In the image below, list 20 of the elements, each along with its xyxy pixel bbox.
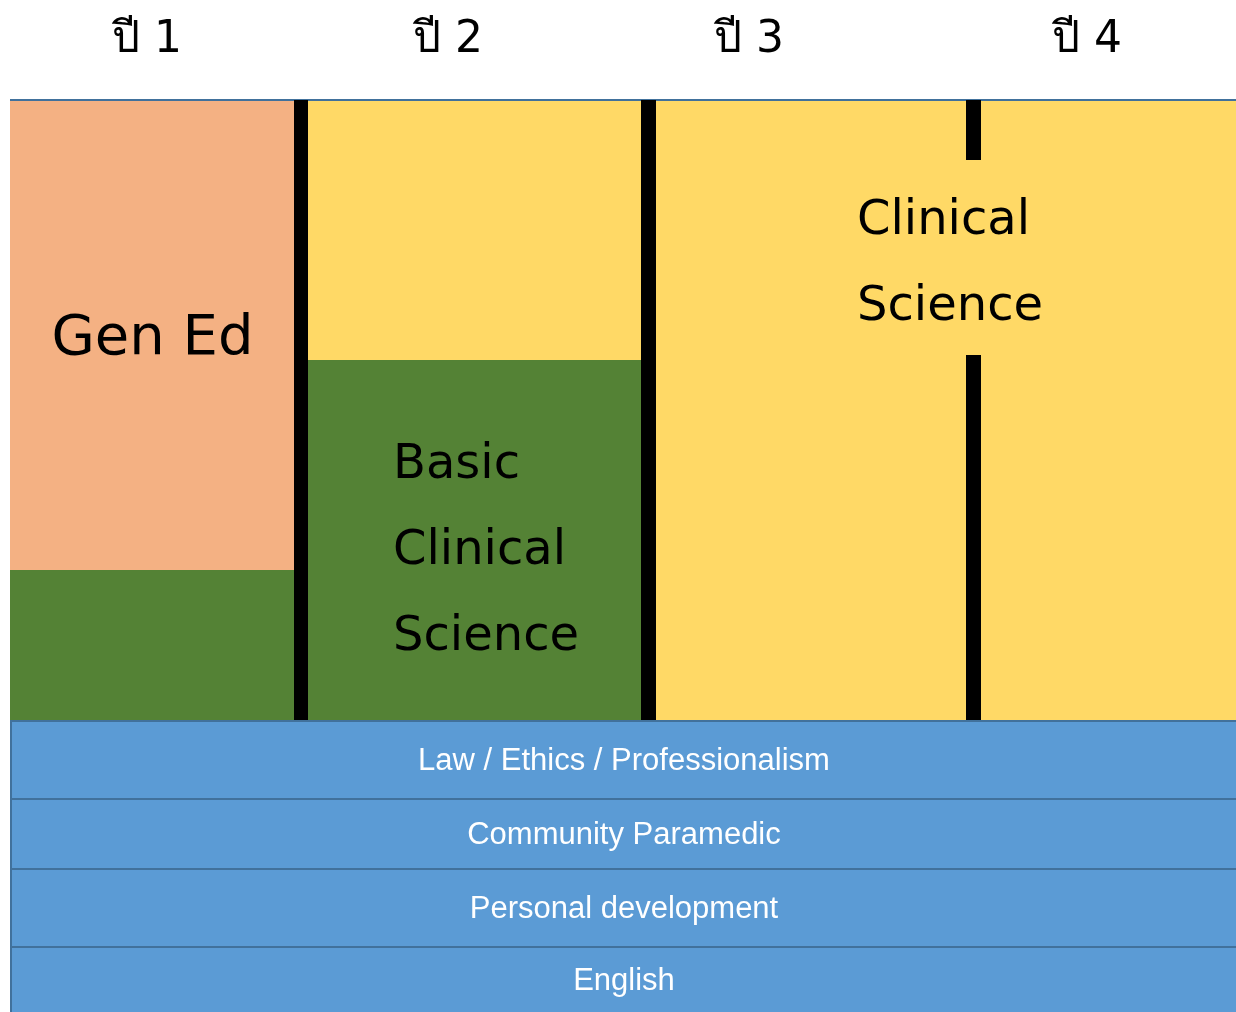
year-heading: ปี 1 <box>112 10 182 64</box>
subject-band <box>10 946 1236 1012</box>
year-heading: ปี 4 <box>1052 10 1122 64</box>
band-label: English <box>572 961 676 999</box>
block-label: Basic Clinical Science <box>393 432 581 663</box>
subject-block <box>10 570 295 720</box>
subject-block <box>308 100 642 360</box>
band-label: Law / Ethics / Professionalism <box>417 741 831 779</box>
subject-band <box>10 868 1236 946</box>
block-label: Clinical Science <box>857 188 1045 333</box>
year-heading: ปี 2 <box>413 10 483 64</box>
subject-band <box>10 798 1236 868</box>
subject-band <box>10 720 1236 798</box>
year-heading: ปี 3 <box>714 10 784 64</box>
subject-block <box>10 100 295 570</box>
band-label: Personal development <box>468 889 780 927</box>
subject-block <box>308 360 642 720</box>
block-label: Gen Ed <box>50 301 255 369</box>
subject-block <box>656 100 1236 720</box>
band-label: Community Paramedic <box>466 815 782 853</box>
